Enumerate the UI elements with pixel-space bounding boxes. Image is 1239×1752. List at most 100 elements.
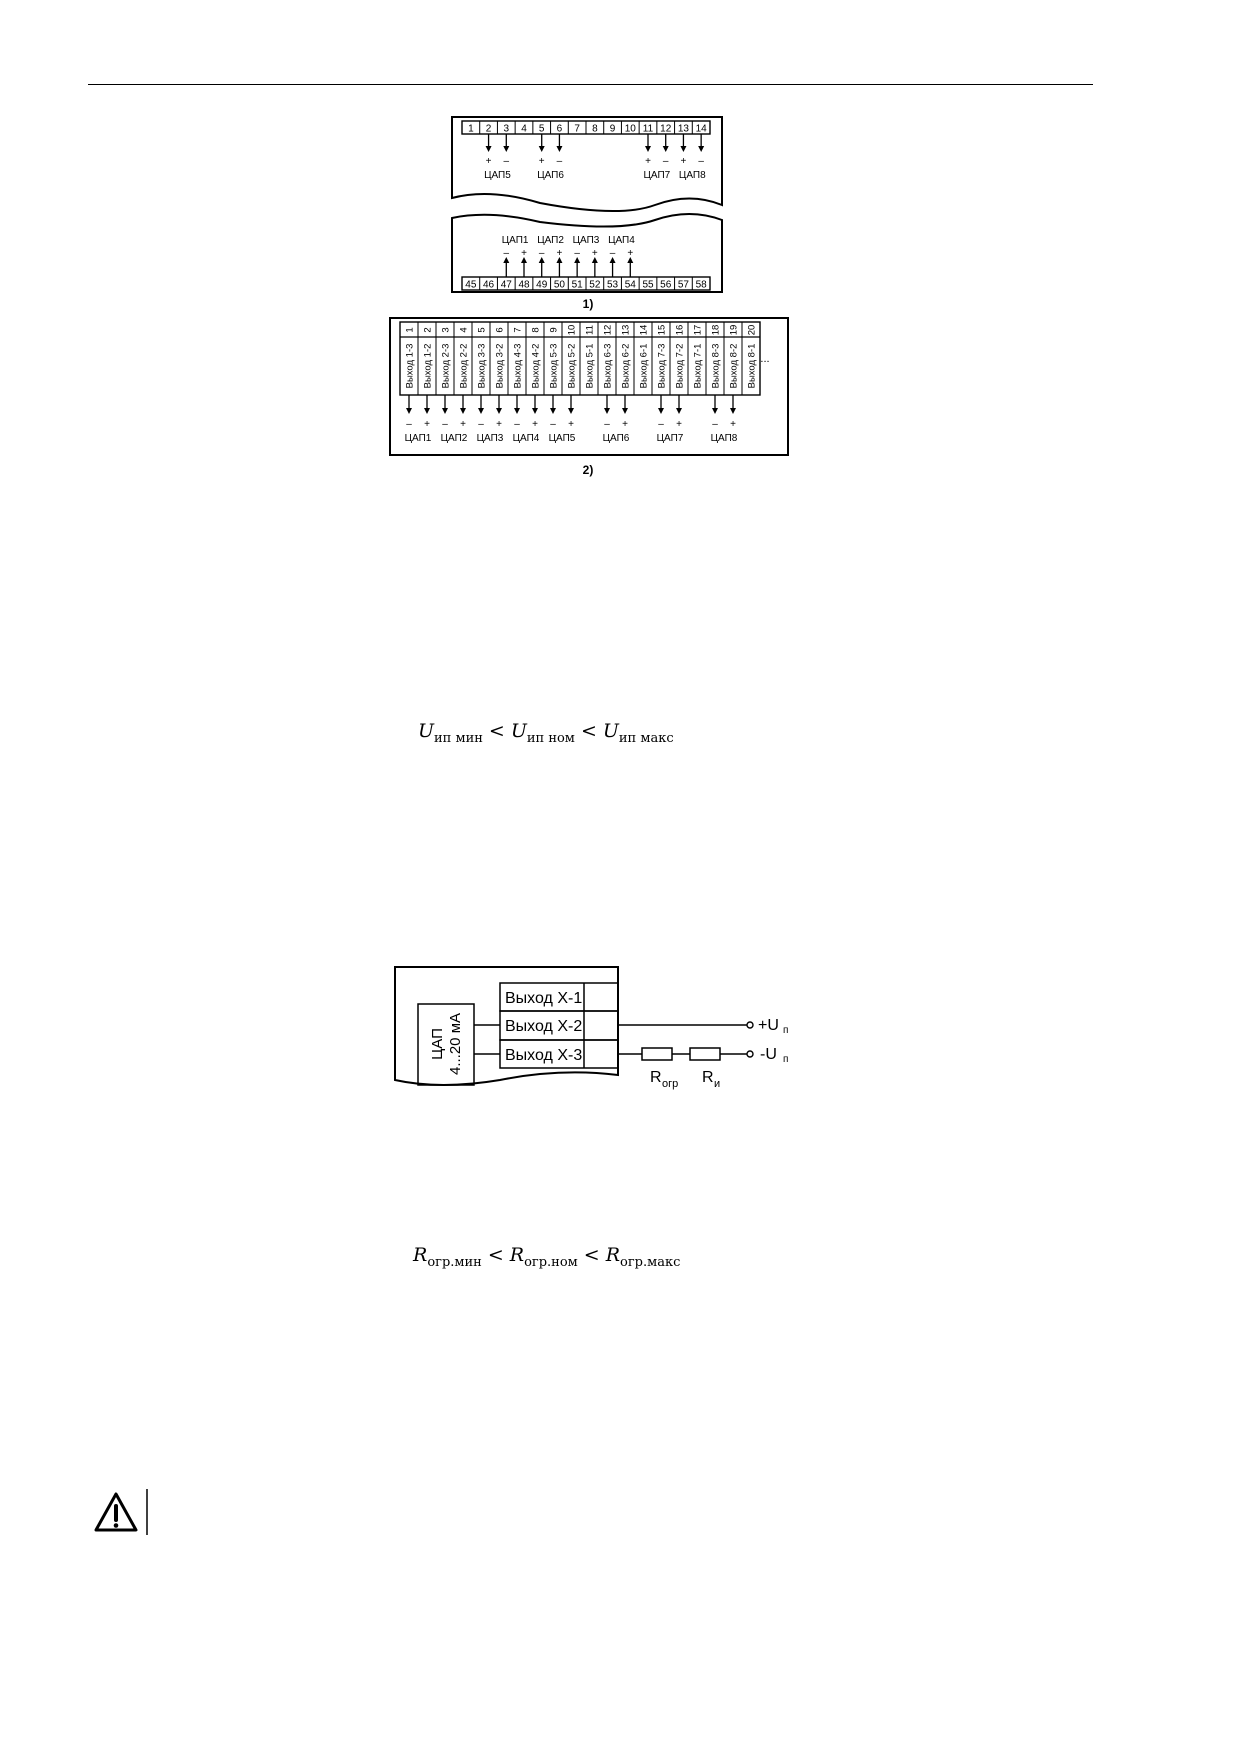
terminal-number: 17 bbox=[693, 325, 704, 336]
terminal-number: 12 bbox=[603, 325, 614, 336]
dac-label: ЦАП7 bbox=[643, 170, 670, 181]
dac-label: ЦАП6 bbox=[537, 170, 564, 181]
terminal-number: 52 bbox=[589, 280, 601, 291]
terminal-number: 57 bbox=[678, 280, 690, 291]
dac-arrow-head bbox=[556, 146, 563, 152]
dac-range-label: 4...20 мА bbox=[447, 1013, 464, 1075]
formula-sub-min: ип мин bbox=[434, 730, 483, 746]
terminal-number: 19 bbox=[729, 325, 740, 336]
terminal-number: 1 bbox=[468, 124, 474, 135]
terminal-number: 14 bbox=[639, 325, 650, 336]
terminal-number: 20 bbox=[747, 325, 758, 336]
dac-label: ЦАП4 bbox=[608, 235, 635, 246]
output-label: Выход 4-2 bbox=[531, 344, 542, 389]
polarity-minus: – bbox=[663, 156, 669, 167]
output-label: Выход 2-2 bbox=[459, 344, 470, 389]
plus-supply-sub: п bbox=[783, 1025, 788, 1036]
formula-op: < bbox=[487, 1244, 504, 1266]
formula-var: U bbox=[418, 720, 435, 742]
more-outputs-ellipsis: ... bbox=[760, 353, 769, 365]
minus-supply-sub: п bbox=[783, 1054, 788, 1065]
terminal-number: 8 bbox=[531, 327, 542, 332]
header-rule bbox=[88, 84, 1093, 85]
output-arrow-head bbox=[730, 408, 736, 414]
output-label: Выход 7-2 bbox=[675, 344, 686, 389]
polarity-plus: + bbox=[622, 419, 628, 430]
polarity-minus: – bbox=[504, 248, 510, 259]
terminal-number: 7 bbox=[574, 124, 580, 135]
terminal-number: 2 bbox=[423, 327, 434, 332]
terminal-number: 15 bbox=[657, 325, 668, 336]
output-label: Выход 1-2 bbox=[423, 344, 434, 389]
terminal-number: 7 bbox=[513, 327, 524, 332]
formula-var: U bbox=[602, 720, 619, 742]
dac-label: ЦАП2 bbox=[441, 433, 468, 444]
dac-arrow-head bbox=[680, 146, 687, 152]
polarity-minus: – bbox=[712, 419, 718, 430]
formula-var: R bbox=[413, 1244, 428, 1266]
terminal-number: 3 bbox=[504, 124, 510, 135]
dac-label: ЦАП3 bbox=[573, 235, 600, 246]
polarity-plus: + bbox=[532, 419, 538, 430]
formula-op: < bbox=[488, 720, 505, 742]
output-arrow-head bbox=[550, 408, 556, 414]
output-arrow-head bbox=[712, 408, 718, 414]
polarity-plus: + bbox=[730, 419, 736, 430]
dac-arrow-head bbox=[609, 257, 616, 263]
dac-arrow-head bbox=[662, 146, 669, 152]
terminal-number: 55 bbox=[642, 280, 654, 291]
terminal-number: 11 bbox=[585, 325, 596, 335]
terminal-number: 6 bbox=[557, 124, 563, 135]
output-arrow-head bbox=[622, 408, 628, 414]
polarity-plus: + bbox=[681, 156, 687, 167]
formula-var: R bbox=[605, 1244, 621, 1266]
dac-arrow-head bbox=[485, 146, 492, 152]
output-label: Выход 5-3 bbox=[549, 344, 560, 389]
formula-sub-min: огр.мин bbox=[427, 1254, 482, 1270]
terminal-number: 5 bbox=[539, 124, 545, 135]
formula-sub-max: огр.макс bbox=[620, 1254, 681, 1270]
limit-resistor-formula: Rогр.мин<Rогр.ном<Rогр.макс bbox=[413, 1244, 680, 1270]
figure-3-connection-diagram: ЦАП 4...20 мА Выход X-1 Выход X-2 Выход … bbox=[394, 966, 788, 1090]
polarity-plus: + bbox=[460, 419, 466, 430]
terminal-number: 11 bbox=[643, 124, 654, 135]
terminal-number: 12 bbox=[660, 124, 672, 135]
output-label: Выход 5-1 bbox=[585, 344, 596, 389]
polarity-minus: – bbox=[610, 248, 616, 259]
dac-label: ЦАП8 bbox=[711, 433, 738, 444]
dac-label: ЦАП2 bbox=[537, 235, 564, 246]
terminal-number: 4 bbox=[521, 124, 527, 135]
polarity-minus: – bbox=[539, 248, 545, 259]
terminal-number: 5 bbox=[477, 327, 488, 332]
polarity-plus: + bbox=[557, 248, 563, 259]
top-dac-group: +–ЦАП5+–ЦАП6+–ЦАП7+–ЦАП8 bbox=[484, 134, 706, 181]
polarity-minus: – bbox=[550, 419, 556, 430]
r-meas-sub: и bbox=[714, 1078, 720, 1090]
output-arrow-head bbox=[514, 408, 520, 414]
polarity-plus: + bbox=[496, 419, 502, 430]
formula-op: < bbox=[580, 720, 597, 742]
terminal-number: 54 bbox=[625, 280, 637, 291]
terminal-number: 50 bbox=[554, 280, 566, 291]
r-limit-sub: огр bbox=[662, 1078, 678, 1090]
terminal-number: 3 bbox=[441, 327, 452, 332]
figure-1-caption: 1) bbox=[583, 297, 594, 311]
output-arrow-head bbox=[406, 408, 412, 414]
polarity-minus: – bbox=[557, 156, 563, 167]
polarity-minus: – bbox=[604, 419, 610, 430]
dac-label: ЦАП bbox=[429, 1028, 446, 1060]
dac-label: ЦАП4 bbox=[513, 433, 540, 444]
terminal-number: 4 bbox=[459, 327, 470, 332]
terminal-number: 49 bbox=[536, 280, 548, 291]
terminal-number: 13 bbox=[621, 325, 632, 336]
terminal-number: 1 bbox=[405, 327, 416, 332]
terminal-number: 46 bbox=[483, 280, 495, 291]
output-label: Выход 8-2 bbox=[729, 344, 740, 389]
polarity-plus: + bbox=[521, 248, 527, 259]
dac-label: ЦАП6 bbox=[603, 433, 630, 444]
output-arrow-head bbox=[460, 408, 466, 414]
